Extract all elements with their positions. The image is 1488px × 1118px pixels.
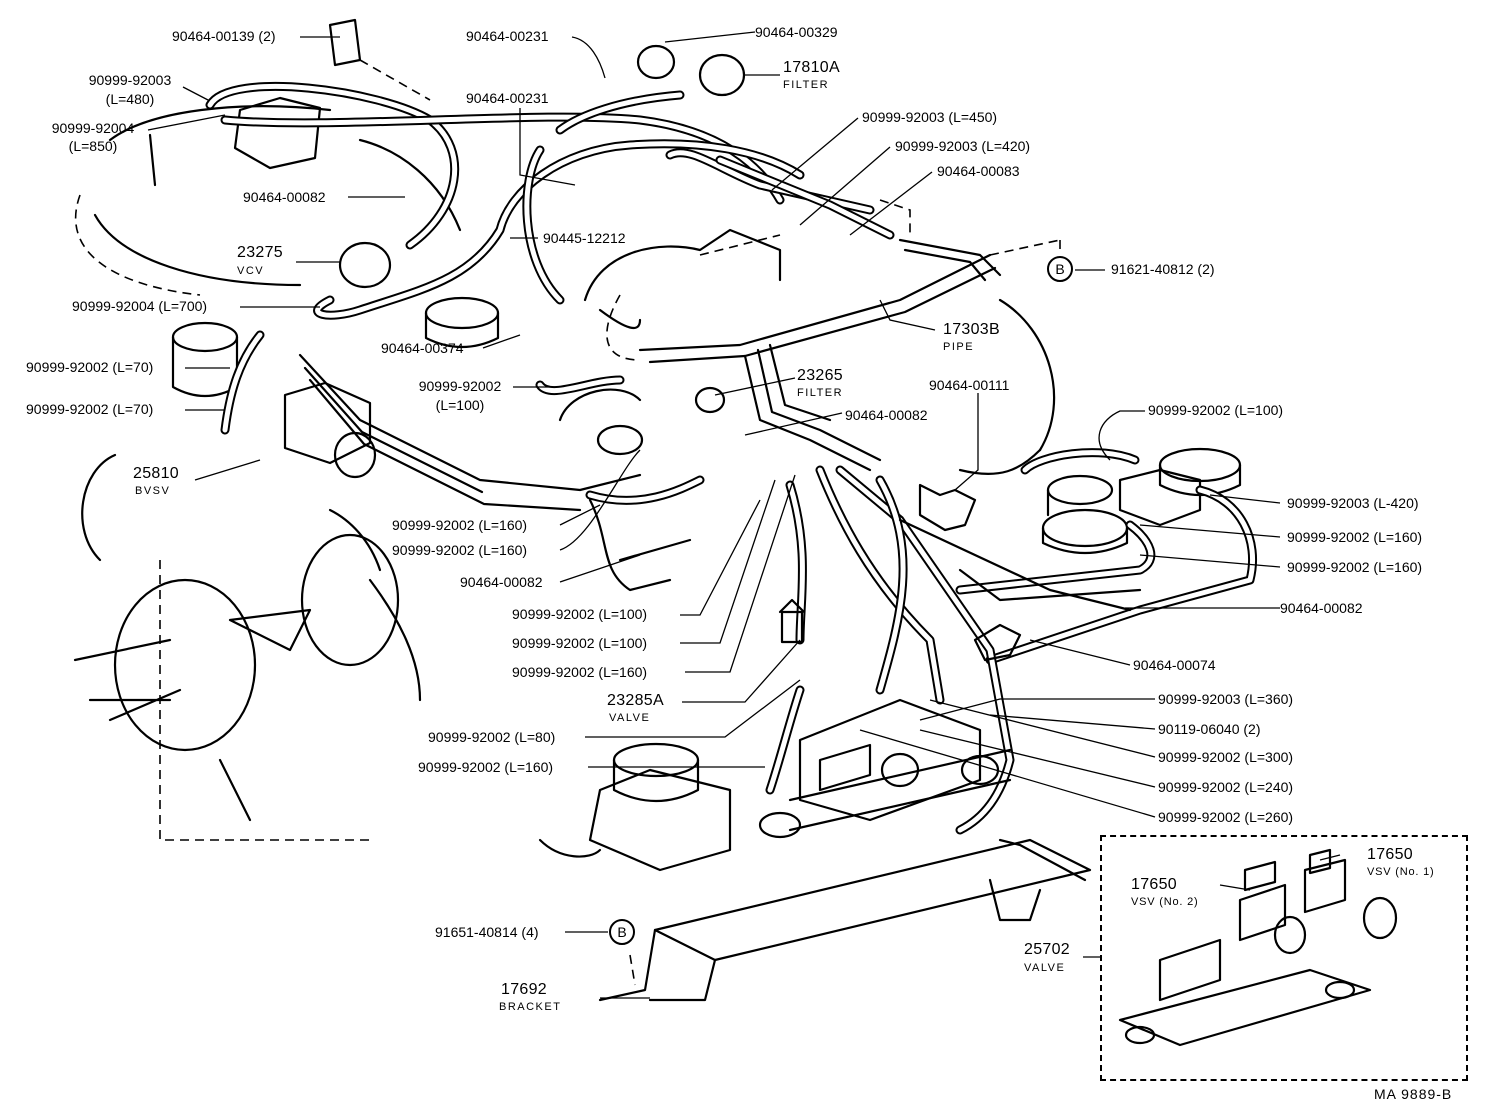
label-90999-92003-480: 90999-92003 bbox=[88, 72, 172, 88]
label-23275: 23275 bbox=[237, 244, 283, 261]
label-17810a: 17810A bbox=[783, 59, 840, 76]
diagram-reference-code: MA 9889-B bbox=[1374, 1086, 1453, 1102]
label-90999-92002-160-right-a: 90999-92002 (L=160) bbox=[1287, 529, 1423, 545]
callout-b-lower: B bbox=[609, 919, 635, 945]
label-17650-vsv-no1-sub: VSV (No. 1) bbox=[1367, 866, 1435, 878]
label-90464-00083: 90464-00083 bbox=[937, 163, 1020, 179]
label-90445-12212: 90445-12212 bbox=[543, 230, 626, 246]
label-90999-92002-70-upper: 90999-92002 (L=70) bbox=[26, 359, 154, 375]
label-90999-92004-850: 90999-92004 bbox=[51, 120, 135, 136]
label-17303b: 17303B bbox=[943, 321, 1000, 338]
label-90464-00231-top: 90464-00231 bbox=[466, 28, 549, 44]
dashed-guides bbox=[359, 59, 1061, 986]
vsv-assembly-drawing bbox=[538, 698, 1092, 1002]
label-25702-valve: VALVE bbox=[1024, 962, 1066, 974]
label-90464-00231-mid: 90464-00231 bbox=[466, 90, 549, 106]
label-23285a-valve: VALVE bbox=[609, 712, 651, 724]
label-90464-00082-left: 90464-00082 bbox=[243, 189, 326, 205]
label-90999-92004-850-length: (L=850) bbox=[68, 138, 118, 154]
callout-b-upper: B bbox=[1047, 256, 1073, 282]
label-90999-92002-240: 90999-92002 (L=240) bbox=[1158, 779, 1294, 795]
label-90999-92002-160-f: 90999-92002 (L=160) bbox=[418, 759, 554, 775]
egr-valves-drawing bbox=[955, 298, 1258, 665]
label-90999-92002-100-right: 90999-92002 (L=100) bbox=[1148, 402, 1284, 418]
label-90999-92002-300: 90999-92002 (L=300) bbox=[1158, 749, 1294, 765]
label-90999-92004-700: 90999-92004 (L=700) bbox=[72, 298, 208, 314]
label-90999-92003-420-right: 90999-92003 (L-420) bbox=[1287, 495, 1419, 511]
label-17692-bracket: BRACKET bbox=[499, 1001, 562, 1013]
label-90999-92002-100-left-length: (L=100) bbox=[435, 397, 485, 413]
label-23275-vcv: VCV bbox=[237, 265, 265, 277]
label-91621-40812: 91621-40812 (2) bbox=[1111, 261, 1215, 277]
label-17810a-filter: FILTER bbox=[783, 79, 830, 91]
label-90999-92002-260: 90999-92002 (L=260) bbox=[1158, 809, 1294, 825]
manifold-drawing bbox=[558, 228, 782, 592]
label-90119-06040: 90119-06040 (2) bbox=[1158, 721, 1261, 737]
label-25702: 25702 bbox=[1024, 941, 1070, 958]
pipe-bundle bbox=[298, 238, 1002, 512]
label-17650-vsv-no2-sub: VSV (No. 2) bbox=[1131, 896, 1199, 908]
small-parts bbox=[328, 18, 1022, 662]
label-90999-92002-100-d: 90999-92002 (L=100) bbox=[512, 635, 648, 651]
label-90999-92003-450: 90999-92003 (L=450) bbox=[862, 109, 998, 125]
label-90464-00374: 90464-00374 bbox=[381, 340, 464, 356]
label-23265: 23265 bbox=[797, 367, 843, 384]
air-cleaner-drawing bbox=[74, 96, 462, 296]
label-17303b-pipe: PIPE bbox=[943, 341, 975, 353]
label-17650-vsv-no1: 17650 bbox=[1367, 846, 1413, 863]
label-90464-00074: 90464-00074 bbox=[1133, 657, 1216, 673]
label-90999-92002-100-c: 90999-92002 (L=100) bbox=[512, 606, 648, 622]
label-90464-00329: 90464-00329 bbox=[755, 24, 838, 40]
label-90999-92002-160-right-b: 90999-92002 (L=160) bbox=[1287, 559, 1423, 575]
label-90464-00082-lower: 90464-00082 bbox=[460, 574, 543, 590]
label-23265-filter: FILTER bbox=[797, 387, 844, 399]
label-25810-bvsv: BVSV bbox=[135, 485, 171, 497]
vsv-inset-frame bbox=[1100, 835, 1468, 1081]
label-90999-92003-480-length: (L=480) bbox=[105, 91, 155, 107]
label-90999-92002-160-e: 90999-92002 (L=160) bbox=[512, 664, 648, 680]
reservoir-drawing bbox=[171, 296, 500, 479]
label-90999-92002-100-left: 90999-92002 bbox=[418, 378, 502, 394]
label-90999-92002-80: 90999-92002 (L=80) bbox=[428, 729, 556, 745]
inset-vsv-drawing bbox=[1118, 848, 1398, 1047]
label-90464-00139: 90464-00139 (2) bbox=[172, 28, 276, 44]
label-90999-92002-70-lower: 90999-92002 (L=70) bbox=[26, 401, 154, 417]
label-90464-00082-center: 90464-00082 bbox=[845, 407, 928, 423]
label-23285a: 23285A bbox=[607, 692, 664, 709]
label-17650-vsv-no2: 17650 bbox=[1131, 876, 1177, 893]
label-90999-92003-420: 90999-92003 (L=420) bbox=[895, 138, 1031, 154]
label-17692: 17692 bbox=[501, 981, 547, 998]
label-90464-00082-right: 90464-00082 bbox=[1280, 600, 1363, 616]
leader-lines bbox=[147, 31, 1341, 999]
label-90999-92003-360: 90999-92003 (L=360) bbox=[1158, 691, 1294, 707]
label-91651-40814: 91651-40814 (4) bbox=[435, 924, 539, 940]
label-90999-92002-160-b: 90999-92002 (L=160) bbox=[392, 542, 528, 558]
center-hoses bbox=[220, 330, 1142, 835]
fan-drawing bbox=[73, 453, 422, 841]
label-90464-00111: 90464-00111 bbox=[929, 377, 1010, 393]
label-90999-92002-160-a: 90999-92002 (L=160) bbox=[392, 517, 528, 533]
label-25810: 25810 bbox=[133, 465, 179, 482]
vacuum-hoses bbox=[205, 81, 895, 320]
